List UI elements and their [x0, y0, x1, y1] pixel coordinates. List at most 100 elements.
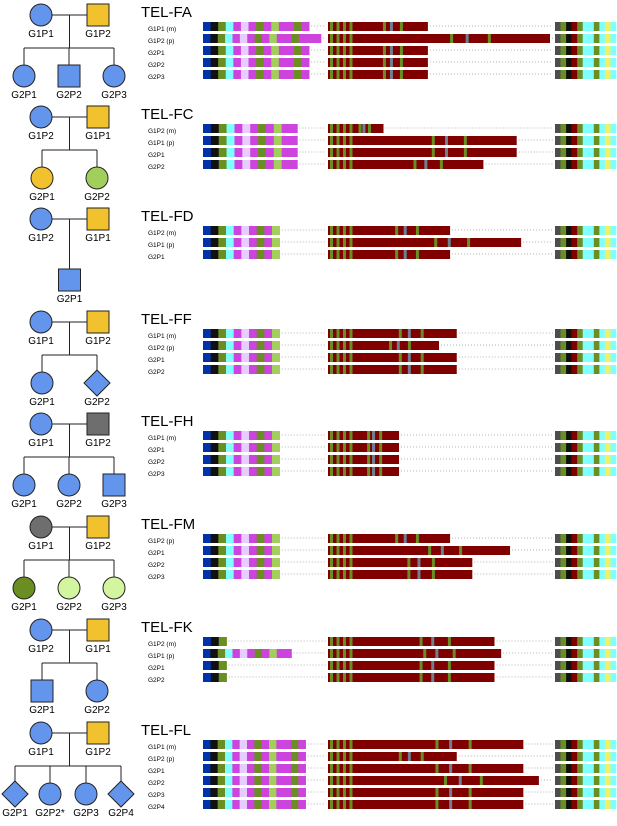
haplotype-segment [336, 353, 340, 362]
haplotype-segment [382, 70, 386, 79]
haplotype-segment [225, 34, 233, 43]
child-symbol-label: G2P2* [35, 808, 65, 819]
haplotype-segment [218, 546, 227, 555]
haplotype-segment [233, 365, 242, 374]
haplotype-segment [343, 341, 346, 350]
haplotype-segment [203, 46, 211, 55]
haplotype-segment [336, 58, 340, 67]
parent-1-symbol [29, 207, 53, 231]
haplotype-segment [218, 570, 227, 579]
family-title: TEL-FM [141, 516, 195, 533]
haplotype-segment [349, 70, 353, 79]
parent-2-symbol [86, 412, 110, 436]
haplotype-segment [265, 124, 275, 133]
haplotype-segment [599, 34, 606, 43]
haplotype-segment [604, 661, 611, 670]
haplotype-segment [588, 740, 595, 749]
haplotype-segment [272, 558, 280, 567]
haplotype-segment [349, 250, 353, 259]
haplotype-segment [349, 136, 353, 145]
haplotype-segment [566, 661, 572, 670]
haplotype-segment [604, 34, 611, 43]
haplotype-segment [268, 740, 277, 749]
haplotype-segment [330, 136, 333, 145]
haplotype-segment [261, 788, 270, 797]
haplotype-segment [210, 70, 219, 79]
haplotype-segment [571, 558, 578, 567]
haplotype-segment [264, 238, 273, 247]
haplotype-segment [262, 34, 270, 43]
haplotype-segment [555, 329, 561, 338]
haplotype-segment [210, 431, 219, 440]
haplotype-segment [268, 764, 277, 773]
haplotype-segment [241, 455, 250, 464]
row-label: G2P2 [148, 459, 165, 466]
haplotype-segment [582, 443, 589, 452]
haplotype-segment [398, 752, 402, 761]
haplotype-segment [571, 341, 578, 350]
haplotype-segment [372, 431, 376, 440]
haplotype-segment [560, 764, 567, 773]
haplotype-segment [203, 34, 211, 43]
haplotype-segment [571, 649, 578, 658]
haplotype-segment [555, 226, 561, 235]
haplotype-segment [272, 353, 280, 362]
haplotype-segment [588, 58, 595, 67]
haplotype-segment [224, 800, 233, 809]
haplotype-segment [555, 341, 561, 350]
haplotype-segment [276, 34, 285, 43]
row-label: G1P1 (m) [148, 333, 176, 340]
haplotype-segment [349, 443, 353, 452]
haplotype-segment [246, 788, 255, 797]
haplotype-segment [566, 740, 572, 749]
haplotype-segment [263, 22, 272, 31]
haplotype-segment [336, 431, 340, 440]
haplotype-segment [444, 148, 448, 157]
haplotype-segment [254, 788, 262, 797]
parent-2-symbol [86, 618, 110, 642]
haplotype-segment [203, 546, 211, 555]
haplotype-segment [555, 238, 561, 247]
haplotype-segment [336, 661, 340, 670]
haplotype-segment [249, 329, 257, 338]
haplotype-segment [210, 534, 219, 543]
haplotype-segment [254, 776, 262, 785]
haplotype-segment [203, 365, 211, 374]
haplotype-segment [447, 661, 451, 670]
haplotype-segment [336, 70, 340, 79]
haplotype-segment [233, 534, 242, 543]
haplotype-segment [343, 455, 346, 464]
haplotype-segment [560, 70, 567, 79]
haplotype-segment [593, 800, 600, 809]
haplotype-segment [403, 534, 407, 543]
haplotype-segment [435, 649, 439, 658]
haplotype-segment [336, 534, 340, 543]
child-symbol [102, 576, 126, 600]
haplotype-segment [571, 455, 578, 464]
haplotype-segment [217, 788, 226, 797]
child-symbol [12, 576, 36, 600]
row-label: G2P2 [148, 677, 165, 684]
haplotype-segment [407, 353, 411, 362]
haplotype-segment [604, 649, 611, 658]
haplotype-segment [593, 70, 600, 79]
haplotype-segment [233, 58, 242, 67]
haplotype-segment [265, 136, 275, 145]
haplotype-segment [336, 455, 340, 464]
haplotype-segment [330, 776, 333, 785]
haplotype-segment [289, 136, 298, 145]
haplotype-segment [571, 148, 578, 157]
haplotype-segment [582, 341, 589, 350]
haplotype-segment [210, 467, 219, 476]
haplotype-segment [566, 341, 572, 350]
haplotype-segment [286, 22, 295, 31]
haplotype-segment [241, 570, 250, 579]
haplotype-segment [367, 124, 371, 133]
haplotype-segment [343, 46, 346, 55]
haplotype-segment [566, 558, 572, 567]
haplotype-segment [588, 124, 595, 133]
haplotype-segment [588, 148, 595, 157]
haplotype-segment [210, 637, 220, 646]
haplotype-block-main [328, 455, 400, 464]
haplotype-segment [241, 353, 250, 362]
